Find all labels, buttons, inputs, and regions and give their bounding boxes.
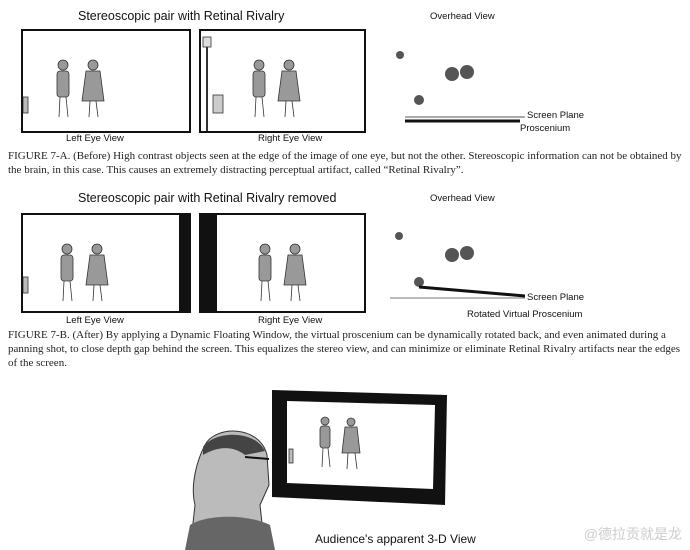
watermark: @德拉贡就是龙 <box>583 526 682 542</box>
overhead-title-a: Overhead View <box>430 11 495 22</box>
floating-window-mask-left <box>179 215 189 311</box>
right-eye-view-a <box>199 29 366 133</box>
overhead-diagram-b <box>390 232 526 299</box>
left-eye-label-b: Left Eye View <box>66 315 124 326</box>
couple-illustration <box>23 59 105 118</box>
right-eye-label-b: Right Eye View <box>258 315 323 326</box>
figure-b-title: Stereoscopic pair with Retinal Rivalry r… <box>78 191 337 205</box>
left-eye-view-a <box>21 29 191 133</box>
left-eye-view-b <box>21 213 191 313</box>
left-eye-label-a: Left Eye View <box>66 133 124 144</box>
audience-view-label: Audience's apparent 3-D View <box>315 532 476 546</box>
screen-plane-label-a: Screen Plane <box>527 110 585 121</box>
overhead-diagram-a <box>396 51 525 123</box>
rotated-proscenium-label: Rotated Virtual Proscenium <box>467 309 583 320</box>
figure-a-title: Stereoscopic pair with Retinal Rivalry <box>78 9 285 23</box>
viewer-head-silhouette <box>185 430 275 550</box>
right-eye-view-b <box>199 213 366 313</box>
screen-plane-label-b: Screen Plane <box>527 292 585 303</box>
floating-window-mask-right <box>201 215 217 311</box>
overhead-title-b: Overhead View <box>430 193 495 204</box>
couple-illustration <box>23 243 109 302</box>
figure-a-caption: FIGURE 7-A. (Before) High contrast objec… <box>8 150 682 176</box>
couple-illustration <box>258 243 307 302</box>
proscenium-label-a: Proscenium <box>520 123 571 134</box>
right-eye-label-a: Right Eye View <box>258 133 323 144</box>
figure-b-caption: FIGURE 7-B. (After) By applying a Dynami… <box>8 329 681 369</box>
audience-3d-view-illustration <box>185 390 447 550</box>
couple-hydrant-illustration <box>202 36 301 131</box>
